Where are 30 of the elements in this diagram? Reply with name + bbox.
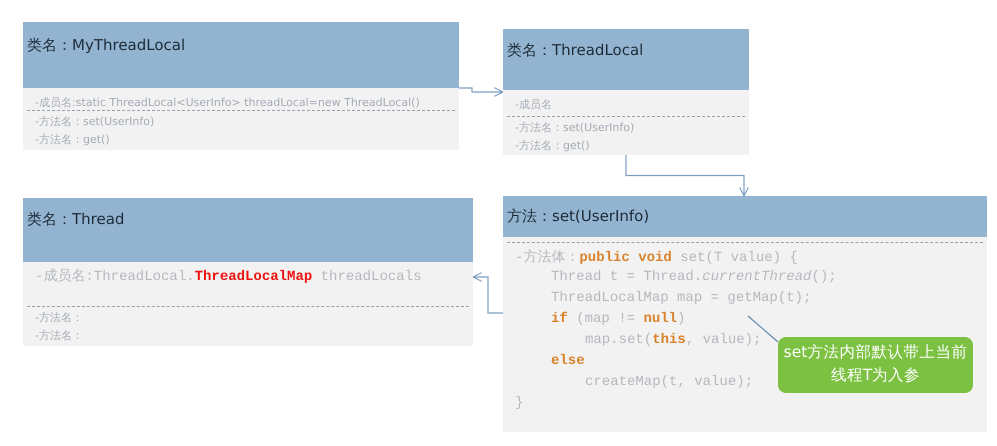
class-title: 类名：Thread bbox=[27, 210, 124, 229]
code-line: if (map != null) bbox=[551, 311, 686, 327]
member-text: -成员名:static ThreadLocal<UserInfo> threadLocal=new ThreadLocal() bbox=[35, 95, 420, 110]
member-text: -方法名：get() bbox=[515, 138, 590, 153]
class-title: 方法：set(UserInfo) bbox=[507, 207, 650, 226]
class-box bbox=[23, 22, 459, 150]
member-text: -方法名：get() bbox=[35, 132, 110, 147]
code-line: } bbox=[515, 395, 524, 411]
code-line: -方法体：public void set(T value) { bbox=[515, 248, 798, 266]
member-text: -成员名:ThreadLocal.ThreadLocalMap threadLocals bbox=[35, 268, 422, 285]
arrow bbox=[459, 86, 504, 98]
class-box bbox=[503, 196, 987, 432]
code-line: createMap(t, value); bbox=[585, 374, 754, 390]
member-text: -成员名 bbox=[515, 97, 552, 112]
member-text: -方法名： bbox=[35, 328, 83, 343]
code-line: else bbox=[551, 353, 585, 369]
code-line: ThreadLocalMap map = getMap(t); bbox=[551, 290, 812, 306]
class-title: 类名：MyThreadLocal bbox=[27, 36, 186, 55]
class-title: 类名：ThreadLocal bbox=[507, 41, 644, 60]
code-line: Thread t = Thread.currentThread(); bbox=[551, 269, 837, 285]
class-box bbox=[503, 29, 749, 155]
member-text: -方法名：set(UserInfo) bbox=[35, 114, 154, 129]
arrow bbox=[625, 155, 750, 197]
member-text: -方法名： bbox=[35, 310, 83, 325]
arrow bbox=[472, 272, 503, 314]
class-box bbox=[23, 198, 473, 346]
leader-line bbox=[748, 316, 778, 342]
callout-note: set方法内部默认带上当前线程T为入参 bbox=[778, 337, 973, 393]
member-text: -方法名：set(UserInfo) bbox=[515, 120, 634, 135]
code-line: map.set(this, value); bbox=[585, 332, 762, 348]
